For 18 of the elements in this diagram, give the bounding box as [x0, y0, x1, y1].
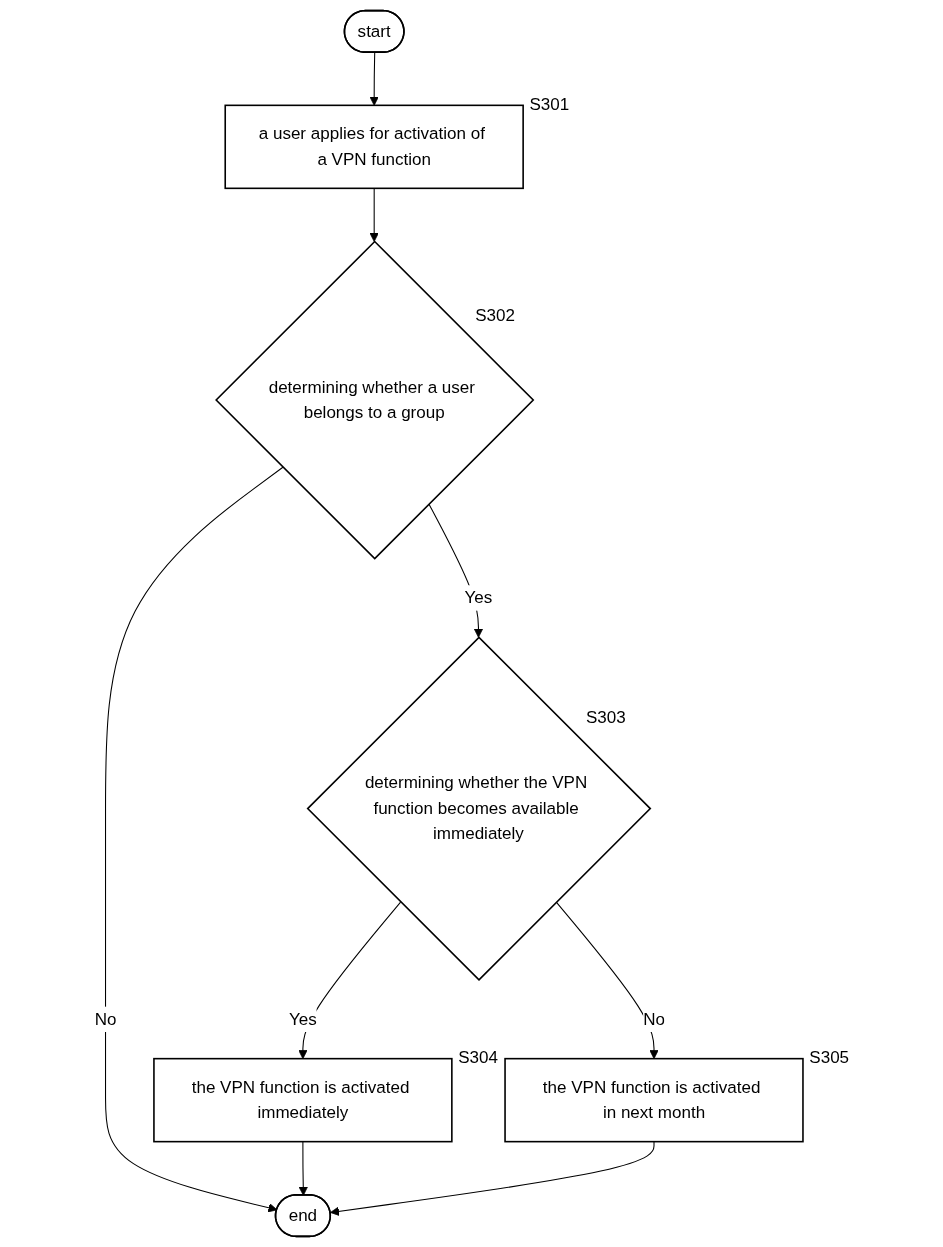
node-box: the VPN function is activated immediately [152, 1057, 453, 1143]
arrow [329, 1141, 655, 1216]
arrow [555, 901, 659, 1060]
step-number: S303 [585, 707, 626, 727]
step-number: S302 [474, 305, 515, 325]
node-box: a user applies for activation of a VPN function [224, 104, 524, 190]
step-number: S305 [808, 1047, 849, 1067]
node-box: the VPN function is activated in next month [503, 1057, 804, 1143]
step-number: S301 [529, 94, 569, 114]
arrow [369, 52, 379, 106]
arrow [298, 1141, 308, 1196]
step-number: S304 [457, 1047, 498, 1067]
arrow [369, 187, 379, 242]
arrow [104, 466, 283, 1213]
edge-label: Yes [288, 1009, 317, 1028]
edge-label: Yes [464, 588, 492, 607]
edge-label: No [642, 1009, 665, 1028]
edge-label: No [94, 1009, 116, 1028]
